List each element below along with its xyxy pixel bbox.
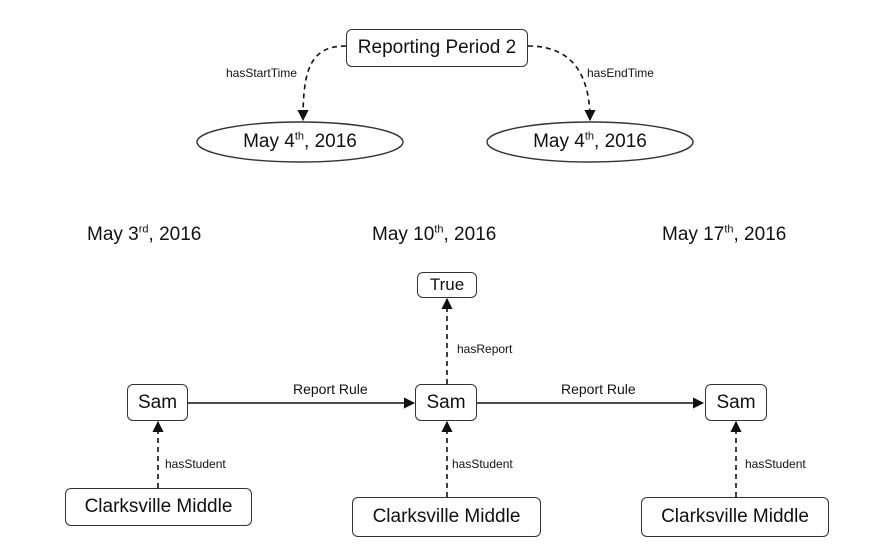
report-true-label: True (429, 275, 465, 294)
student-node-1: Sam (127, 384, 188, 421)
reporting-period-node: Reporting Period 2 (346, 29, 528, 67)
school-node-1: Clarksville Middle (65, 488, 252, 526)
end-time-text: May 4th, 2016 (533, 130, 647, 152)
report-rule-label-1: Report Rule (293, 381, 368, 397)
student-node-3: Sam (705, 384, 767, 421)
reporting-period-label: Reporting Period 2 (357, 37, 517, 58)
start-time-text: May 4th, 2016 (243, 130, 357, 152)
school-node-3: Clarksville Middle (641, 497, 829, 537)
date-header-2: May 10th, 2016 (372, 223, 497, 245)
student-label-2: Sam (426, 391, 466, 413)
has-report-label: hasReport (457, 342, 513, 356)
has-end-time-arrow (527, 45, 596, 122)
start-time-node: May 4th, 2016 (197, 124, 403, 160)
student-label-1: Sam (137, 391, 178, 413)
end-time-node: May 4th, 2016 (487, 124, 693, 160)
date-header-1: May 3rd, 2016 (87, 223, 202, 245)
student-node-2: Sam (415, 384, 477, 421)
has-start-time-label: hasStartTime (226, 66, 297, 80)
report-rule-label-2: Report Rule (561, 381, 636, 397)
school-node-2: Clarksville Middle (352, 497, 541, 537)
has-student-label-1: hasStudent (165, 457, 226, 471)
school-label-1: Clarksville Middle (84, 496, 233, 517)
school-label-2: Clarksville Middle (372, 506, 521, 527)
report-true-node: True (417, 272, 477, 298)
has-end-time-label: hasEndTime (587, 66, 654, 80)
has-student-label-2: hasStudent (452, 457, 513, 471)
start-time-ellipse (196, 121, 404, 163)
student-label-3: Sam (716, 391, 756, 413)
has-start-time-arrow (297, 45, 347, 122)
end-time-ellipse (486, 121, 694, 163)
date-header-3: May 17th, 2016 (662, 223, 787, 245)
school-label-3: Clarksville Middle (661, 506, 809, 527)
has-student-label-3: hasStudent (745, 457, 806, 471)
